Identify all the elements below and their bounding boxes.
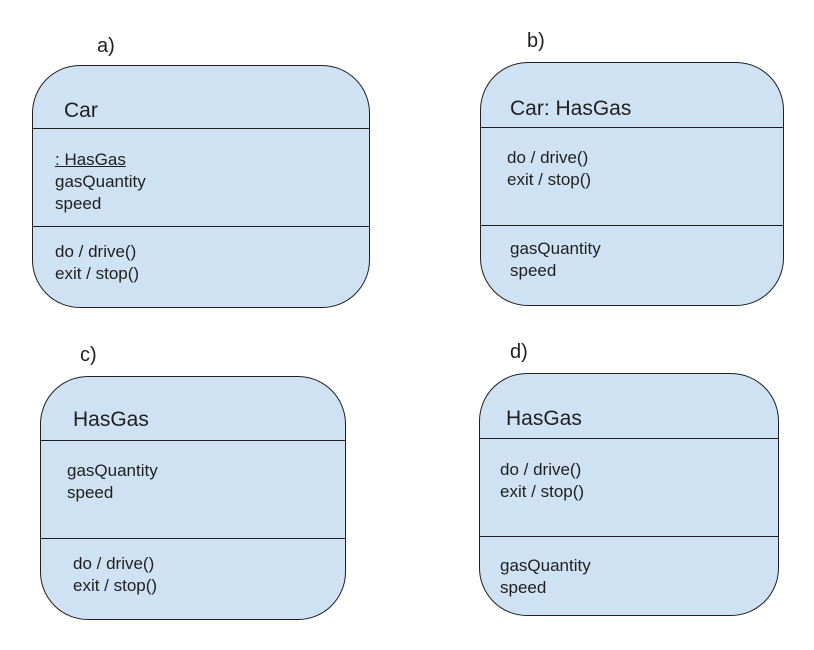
state-title: Car (64, 99, 98, 122)
state-title: HasGas (73, 408, 149, 431)
attributes-section: gasQuantity speed (481, 225, 783, 305)
attribute-line: speed (500, 578, 547, 597)
action-line: exit / stop() (55, 264, 140, 283)
diagram-b-label: b) (527, 30, 545, 52)
attribute-line: speed (67, 483, 114, 502)
actions-section: do / drive() exit / stop() (480, 438, 778, 538)
attribute-line: gasQuantity (67, 461, 158, 480)
attribute-line: gasQuantity (510, 239, 601, 258)
action-line: do / drive() (55, 242, 137, 261)
substate-reference: : HasGas (55, 150, 126, 169)
action-line: exit / stop() (73, 576, 158, 595)
action-line: exit / stop() (500, 482, 585, 501)
attribute-line: gasQuantity (55, 172, 146, 191)
attribute-line: speed (510, 261, 557, 280)
state-box-c: HasGas gasQuantity speed do / drive() ex… (40, 376, 346, 620)
state-box-d: HasGas do / drive() exit / stop() gasQua… (479, 373, 779, 616)
action-line: do / drive() (500, 460, 582, 479)
attributes-section: gasQuantity speed (480, 536, 778, 615)
diagram-c-label: c) (80, 344, 97, 366)
action-line: exit / stop() (507, 170, 592, 189)
actions-section: do / drive() exit / stop() (481, 127, 783, 227)
diagram-a-label: a) (97, 35, 115, 57)
state-title: HasGas (506, 407, 582, 430)
attributes-section: gasQuantity speed (41, 440, 345, 538)
action-line: do / drive() (73, 554, 155, 573)
diagram-d-label: d) (510, 341, 528, 363)
state-box-b: Car: HasGas do / drive() exit / stop() g… (480, 62, 784, 306)
attributes-section: : HasGas gasQuantity speed (33, 128, 369, 228)
attribute-line: speed (55, 194, 102, 213)
state-box-a: Car : HasGas gasQuantity speed do / driv… (32, 65, 370, 308)
attribute-line: gasQuantity (500, 556, 591, 575)
action-line: do / drive() (507, 148, 589, 167)
state-title: Car: HasGas (510, 97, 632, 120)
actions-section: do / drive() exit / stop() (33, 226, 369, 307)
actions-section: do / drive() exit / stop() (41, 538, 345, 619)
